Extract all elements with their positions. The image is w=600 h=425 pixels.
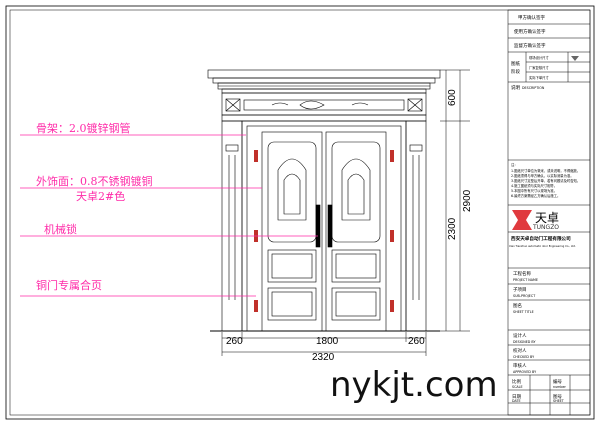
company-logo: 天卓 TUNGZO (512, 210, 559, 231)
left-column (221, 120, 243, 332)
tb-sheet-number-en: SHEET (553, 399, 565, 403)
frieze-square-right (407, 98, 423, 112)
tb-note-4: 4.施工图纸须与实际尺寸相符。 (511, 183, 557, 188)
label-hinge: 铜门专属合页 (36, 278, 102, 292)
tb-scale: 比例 (512, 378, 521, 385)
tb-project-en: PROJECT NAME (513, 278, 538, 282)
label-frame: 骨架：2.0镀锌钢管 (36, 121, 131, 135)
frieze-panel (221, 92, 427, 116)
svg-text:TUNGZO: TUNGZO (532, 224, 559, 231)
label-facing-color: 天卓2#色 (76, 189, 125, 203)
tb-subproject-en: SUB-PROJECT (513, 294, 536, 298)
tb-note-6: 6.最终方案需经乙方确认后施工。 (511, 193, 560, 198)
tb-sheet-title-en: SHEET TITLE (513, 310, 534, 314)
tb-owner-confirm: 甲方确认签字 (518, 14, 545, 21)
tb-description-en: DESCRIPTION (522, 86, 545, 90)
tb-site-size: 现场设计尺寸 (529, 55, 549, 60)
frieze-ornament (299, 100, 325, 110)
tb-note-2: 2.图纸须得与甲方确认，以实际测量为准。 (511, 173, 574, 178)
tb-designer: 设计人 (513, 332, 527, 339)
tb-company-name-en: Xian Tianzhuo automatic door Engineering… (509, 244, 576, 248)
tb-date-en: DATE (512, 399, 521, 403)
right-handle (327, 204, 333, 248)
title-block (507, 9, 591, 416)
tb-date: 日期 (512, 394, 521, 400)
tb-designer-en: DESIGNED BY (513, 340, 536, 344)
dim-door-height: 2300 (447, 217, 458, 240)
tb-note-1: 1.图纸尺寸单位为毫米，或未说明，不得缩放。 (511, 168, 580, 173)
stage-dropdown-icon (571, 56, 579, 61)
tb-order-size: 实际下单尺寸 (529, 75, 549, 80)
dim-total-height: 2900 (462, 189, 473, 212)
tb-drawing: 图纸 (511, 60, 520, 67)
cornice-top (207, 69, 441, 79)
tb-project: 工程名称 (513, 270, 531, 277)
tb-number-en: number (553, 385, 567, 389)
right-column (405, 120, 427, 332)
tb-note-5: 5.本图中所有尺寸以现场为准。 (511, 188, 557, 193)
label-facing: 外饰面：0.8不锈钢镀铜 (36, 174, 153, 188)
tb-checker: 校对人 (513, 347, 527, 354)
tb-note-3: 3.图纸尺寸定型后开单，若有问题请及时告知。 (511, 178, 580, 183)
dimension-lines (221, 69, 470, 356)
left-handle (315, 204, 321, 248)
right-leaf-glass (341, 158, 371, 221)
tb-sheet-number: 图号 (553, 394, 562, 400)
tb-company-name: 西安天卓自动门工程有限公司 (511, 235, 571, 242)
tb-user-confirm: 使用方确认签字 (514, 28, 546, 35)
left-leaf-glass (277, 158, 307, 221)
tb-description: 说明 (511, 84, 520, 91)
frieze-square-left (225, 98, 241, 112)
dim-right-side: 260 (408, 336, 425, 347)
tb-approver: 审核人 (513, 362, 527, 369)
tb-number: 编号 (553, 378, 562, 385)
label-lock: 机械锁 (44, 222, 77, 236)
tb-supervisor-confirm: 监督方确认签字 (514, 42, 546, 49)
tb-checker-en: CHECKED BY (513, 355, 535, 359)
tb-stage: 阶段 (511, 68, 520, 75)
left-door-leaf (261, 131, 323, 332)
tb-subproject: 子项目 (513, 286, 527, 293)
dentil-row (221, 88, 427, 94)
right-door-leaf (325, 131, 387, 332)
svg-text:天卓: 天卓 (535, 211, 559, 225)
dim-left-side: 260 (226, 336, 243, 347)
tb-note: 注： (511, 162, 518, 167)
sheet-border (5, 5, 595, 420)
watermark-text: nykjt.com (330, 365, 498, 405)
dim-top-height: 600 (447, 89, 458, 106)
tb-scale-en: SCALE (512, 385, 523, 389)
door-elevation (207, 69, 441, 332)
tb-sheet-title: 图名 (513, 302, 522, 309)
door-frame (241, 120, 407, 332)
tb-approver-en: APPROVED BY (513, 370, 537, 374)
tb-factory-size: 厂家复核尺寸 (529, 65, 549, 70)
leader-lines (20, 134, 318, 297)
dim-center: 1800 (316, 336, 339, 347)
dim-total-width: 2320 (312, 352, 335, 363)
